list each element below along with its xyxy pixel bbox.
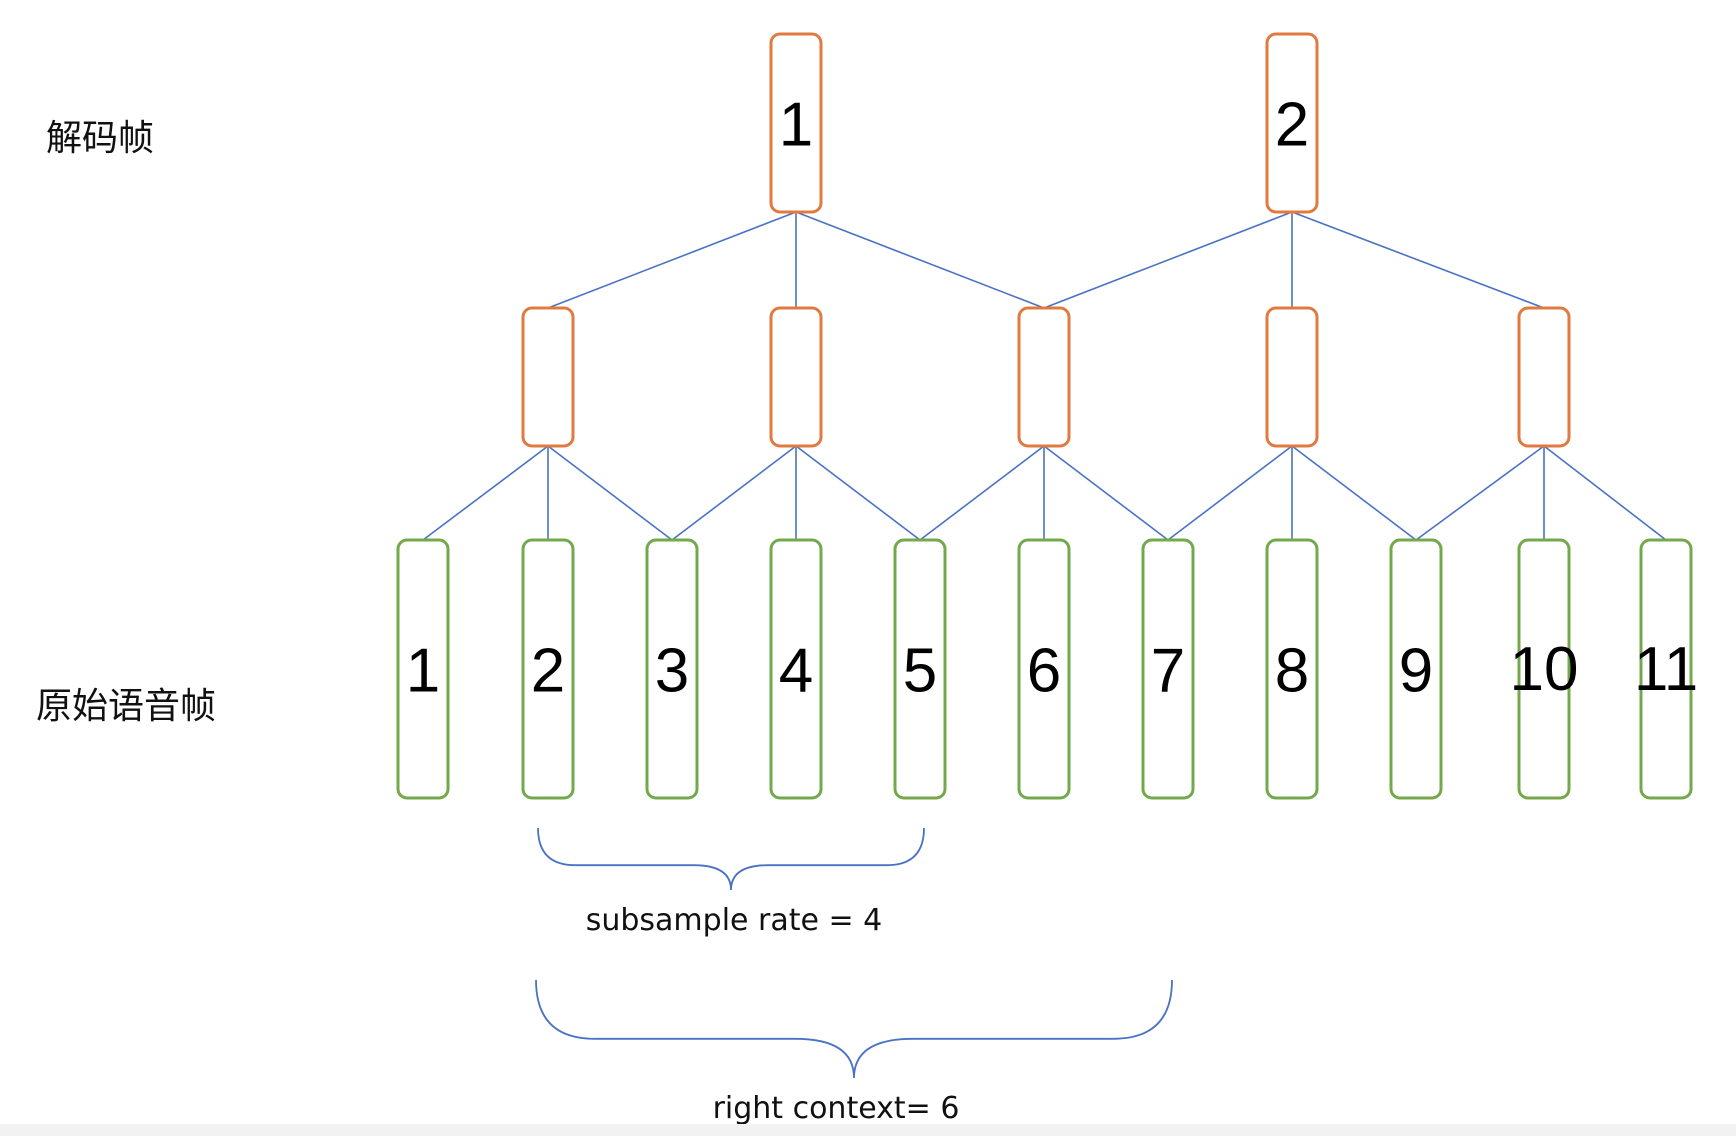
original-frame-9: 9 xyxy=(1389,538,1443,800)
subsample-brace xyxy=(537,827,925,891)
edge-middle-1-to-frame-1 xyxy=(422,445,549,541)
original-frame-4-label: 4 xyxy=(779,636,813,705)
braces-layer xyxy=(535,827,1173,1079)
original-frame-1-box xyxy=(396,538,450,800)
edge-middle-4-to-frame-7 xyxy=(1167,445,1293,541)
original-row-label: 原始语音帧 xyxy=(36,686,216,727)
original-frame-6-label: 6 xyxy=(1027,636,1061,705)
original-frame-7: 7 xyxy=(1141,538,1195,800)
right-context-label: right context= 6 xyxy=(713,1091,960,1126)
decode-frame-2: 2 xyxy=(1265,32,1319,214)
original-frame-6: 6 xyxy=(1017,538,1071,800)
decode-frame-2-box xyxy=(1265,32,1319,214)
original-frame-3-box xyxy=(645,538,699,800)
decode-frame-2-label: 2 xyxy=(1275,90,1309,159)
middle-node-3 xyxy=(1017,306,1071,448)
edge-decode-2-to-middle-3 xyxy=(1043,211,1293,309)
middle-node-5 xyxy=(1517,306,1571,448)
original-frame-4: 4 xyxy=(769,538,823,800)
middle-node-1 xyxy=(521,306,575,448)
original-frame-8: 8 xyxy=(1265,538,1319,800)
middle-node-4-box xyxy=(1265,306,1319,448)
decode-frame-1: 1 xyxy=(769,32,823,214)
edge-decode-2-to-middle-5 xyxy=(1291,211,1545,309)
middle-node-1-box xyxy=(521,306,575,448)
decode-frame-1-label: 1 xyxy=(779,90,813,159)
edge-middle-2-to-frame-3 xyxy=(671,445,797,541)
edges-layer xyxy=(422,211,1667,541)
middle-node-2 xyxy=(769,306,823,448)
original-frame-11-box xyxy=(1639,538,1693,800)
original-frame-1: 1 xyxy=(396,538,450,800)
original-frame-5: 5 xyxy=(893,538,947,800)
middle-node-5-box xyxy=(1517,306,1571,448)
original-frame-1-label: 1 xyxy=(406,636,440,705)
original-frame-9-box xyxy=(1389,538,1443,800)
edge-middle-4-to-frame-9 xyxy=(1291,445,1417,541)
original-frame-3: 3 xyxy=(645,538,699,800)
middle-node-3-box xyxy=(1017,306,1071,448)
bottom-strip xyxy=(0,1124,1736,1136)
edge-middle-2-to-frame-5 xyxy=(795,445,921,541)
nodes-layer: 1 2 1 2 3 4 5 6 7 8 9 10 11 xyxy=(396,32,1698,800)
edge-middle-1-to-frame-3 xyxy=(547,445,673,541)
original-frame-10: 10 xyxy=(1510,538,1579,800)
original-frame-7-label: 7 xyxy=(1151,636,1185,705)
original-frame-6-box xyxy=(1017,538,1071,800)
middle-node-2-box xyxy=(769,306,823,448)
original-frame-11: 11 xyxy=(1634,538,1698,800)
original-frame-10-label: 10 xyxy=(1510,635,1579,704)
edge-middle-5-to-frame-11 xyxy=(1543,445,1667,541)
original-frame-8-box xyxy=(1265,538,1319,800)
right-context-brace xyxy=(535,979,1173,1079)
original-frame-5-box xyxy=(893,538,947,800)
original-frame-2: 2 xyxy=(521,538,575,800)
original-frame-3-label: 3 xyxy=(655,636,689,705)
original-frame-8-label: 8 xyxy=(1275,636,1309,705)
original-frame-2-label: 2 xyxy=(531,636,565,705)
original-frame-4-box xyxy=(769,538,823,800)
original-frame-7-box xyxy=(1141,538,1195,800)
middle-node-4 xyxy=(1265,306,1319,448)
original-frame-11-label: 11 xyxy=(1634,635,1698,704)
original-frame-10-box xyxy=(1517,538,1571,800)
original-frame-9-label: 9 xyxy=(1399,636,1433,705)
edge-middle-3-to-frame-5 xyxy=(919,445,1045,541)
edge-middle-5-to-frame-9 xyxy=(1415,445,1545,541)
original-frame-5-label: 5 xyxy=(903,636,937,705)
edge-decode-1-to-middle-3 xyxy=(795,211,1045,309)
original-frame-2-box xyxy=(521,538,575,800)
edge-middle-3-to-frame-7 xyxy=(1043,445,1169,541)
edge-decode-1-to-middle-1 xyxy=(547,211,797,309)
decode-row-label: 解码帧 xyxy=(46,118,154,159)
decode-frame-1-box xyxy=(769,32,823,214)
subsample-rate-label: subsample rate = 4 xyxy=(586,903,883,938)
